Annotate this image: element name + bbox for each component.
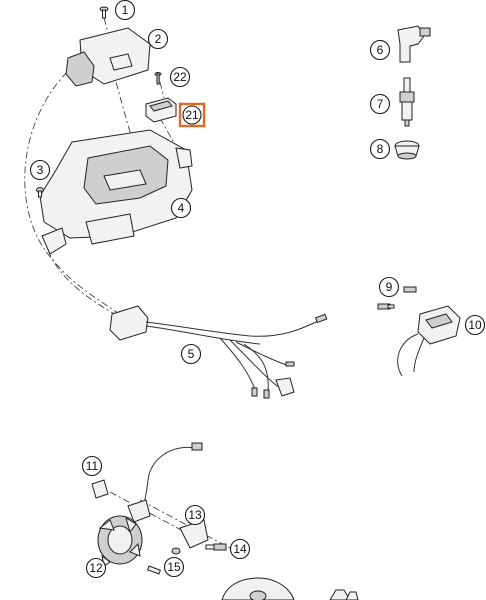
callout-5: 5 — [180, 343, 202, 365]
stator-part-12 — [97, 515, 143, 567]
spark-plug-cap-part-6 — [397, 25, 431, 63]
callout-10: 10 — [464, 314, 486, 336]
ignition-coil-part-10 — [397, 305, 461, 377]
callout-2: 2 — [147, 28, 169, 50]
callout-7: 7 — [369, 93, 391, 115]
callout-13: 13 — [184, 504, 206, 526]
callout-14: 14 — [229, 538, 251, 560]
cdi-unit-part-2 — [65, 27, 151, 87]
bolts-part-9 — [377, 286, 417, 310]
screw-part-1 — [99, 6, 109, 19]
callout-12: 12 — [85, 557, 107, 579]
flywheel-partial — [221, 577, 359, 600]
wiring-harness-part-5 — [109, 305, 328, 399]
callout-11: 11 — [81, 455, 103, 477]
callout-label: 1 — [122, 3, 129, 17]
callout-6: 6 — [369, 39, 391, 61]
screw-part-22 — [154, 72, 162, 85]
callout-1: 1 — [114, 0, 136, 21]
leader-line-bracket-to-harness — [47, 249, 119, 317]
callout-label: 6 — [377, 43, 384, 57]
callout-15: 15 — [163, 556, 185, 578]
grommet-part-8 — [394, 140, 420, 160]
screw-part-15 — [147, 547, 181, 575]
callout-label: 14 — [233, 542, 247, 556]
spark-plug-part-7 — [399, 77, 415, 127]
callout-label: 7 — [377, 97, 384, 111]
callout-label: 15 — [167, 560, 181, 574]
bolt-part-14 — [205, 543, 227, 551]
electronics-tray-part-4 — [39, 129, 193, 255]
callout-label: 9 — [386, 280, 393, 294]
callout-label: 12 — [89, 561, 103, 575]
callout-label: 11 — [86, 459, 99, 473]
callout-label: 8 — [377, 142, 384, 156]
callout-label: 21 — [185, 108, 199, 122]
voltage-regulator-part-21 — [145, 97, 177, 123]
callout-3: 3 — [29, 159, 51, 181]
pickup-sensor-part-11 — [91, 442, 203, 523]
callout-21-highlighted: 21 — [178, 102, 206, 128]
callout-label: 22 — [173, 70, 187, 84]
callout-4: 4 — [170, 197, 192, 219]
callout-label: 10 — [468, 318, 482, 332]
callout-label: 4 — [178, 201, 185, 215]
callout-8: 8 — [369, 138, 391, 160]
leader-line-stator-bolt — [139, 499, 231, 549]
callout-label: 13 — [188, 508, 202, 522]
callout-22: 22 — [169, 66, 191, 88]
leader-line-screw-22 — [159, 81, 165, 99]
callout-label: 2 — [155, 32, 162, 46]
callout-9: 9 — [378, 276, 400, 298]
callout-label: 5 — [188, 347, 195, 361]
callout-label: 3 — [37, 163, 44, 177]
screw-part-3 — [36, 187, 44, 198]
leader-line-cdi-to-harness — [24, 61, 126, 319]
